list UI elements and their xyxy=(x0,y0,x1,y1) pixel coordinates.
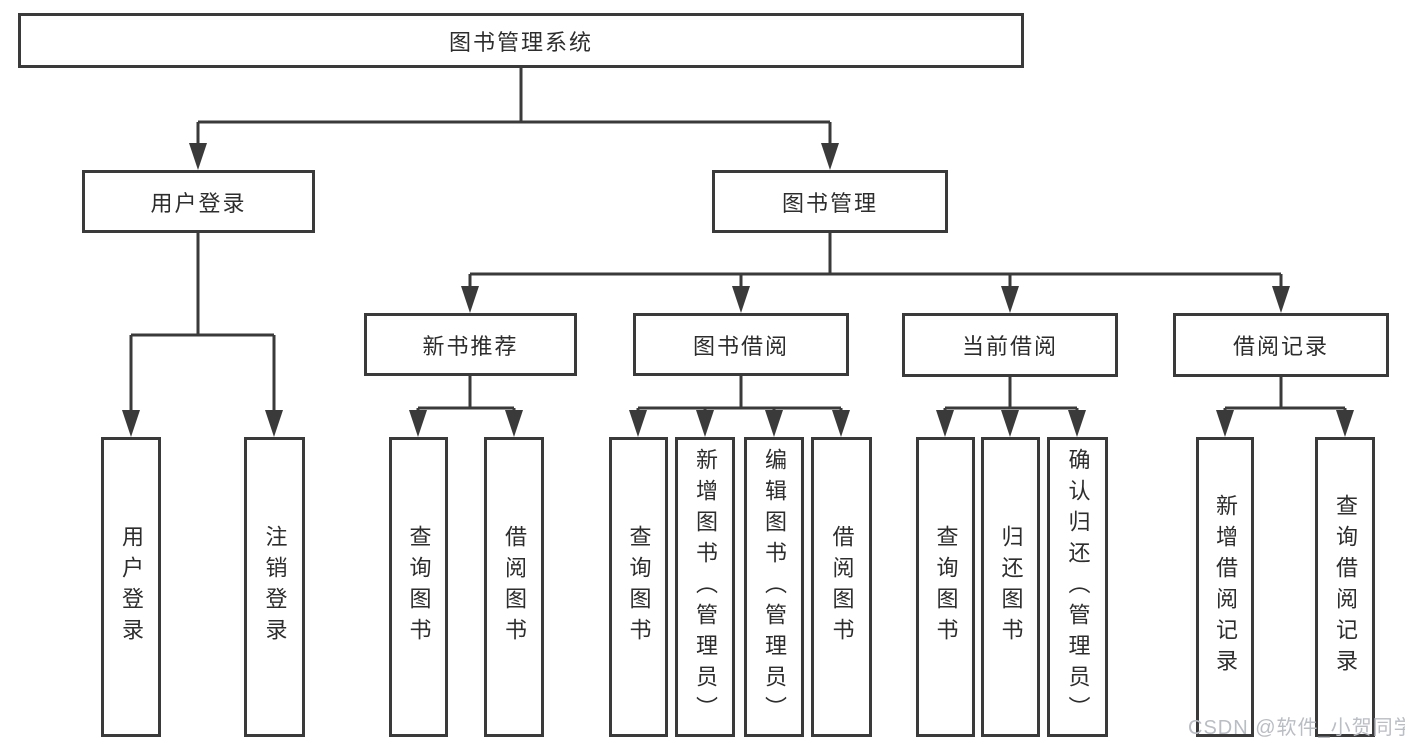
csdn-watermark: CSDN @软件_小贺同学 xyxy=(1188,717,1405,739)
node-current-borrow-label: 当前借阅 xyxy=(961,334,1058,359)
leaf-add-books-admin-label: 新增图书（管理员） xyxy=(693,447,718,727)
leaf-borrow-books-label: 借阅图书 xyxy=(829,525,855,649)
node-book-management-label: 图书管理 xyxy=(781,190,878,216)
leaf-add-books-admin: 新增图书（管理员） xyxy=(675,437,735,737)
node-book-borrow: 图书借阅 xyxy=(633,313,849,376)
node-new-book-recommend: 新书推荐 xyxy=(364,313,577,376)
leaf-borrow-query-books: 查询图书 xyxy=(609,437,668,737)
node-borrow-records-label: 借阅记录 xyxy=(1232,334,1329,359)
node-borrow-records: 借阅记录 xyxy=(1173,313,1389,377)
leaf-borrow-query-books-label: 查询图书 xyxy=(626,525,652,649)
leaf-query-borrow-record: 查询借阅记录 xyxy=(1315,437,1375,737)
node-book-management: 图书管理 xyxy=(712,170,948,233)
node-library-management-system-label: 图书管理系统 xyxy=(448,29,593,55)
leaf-recommend-borrow-books: 借阅图书 xyxy=(484,437,544,737)
node-book-borrow-label: 图书借阅 xyxy=(692,333,789,359)
node-user-login-label: 用户登录 xyxy=(150,190,247,216)
leaf-return-books-label: 归还图书 xyxy=(998,525,1024,649)
leaf-add-borrow-record-label: 新增借阅记录 xyxy=(1213,494,1238,680)
node-library-management-system: 图书管理系统 xyxy=(18,13,1024,68)
node-new-book-recommend-label: 新书推荐 xyxy=(422,333,519,359)
leaf-edit-books-admin: 编辑图书（管理员） xyxy=(744,437,804,737)
leaf-recommend-borrow-books-label: 借阅图书 xyxy=(502,525,527,649)
leaf-logout-label: 注销登录 xyxy=(262,525,288,649)
leaf-borrow-books: 借阅图书 xyxy=(811,437,872,737)
leaf-confirm-return-admin-label: 确认归还（管理员） xyxy=(1065,447,1091,727)
leaf-query-borrow-record-label: 查询借阅记录 xyxy=(1333,494,1358,680)
leaf-confirm-return-admin: 确认归还（管理员） xyxy=(1047,437,1108,737)
leaf-user-login-label: 用户登录 xyxy=(119,525,144,649)
leaf-user-login: 用户登录 xyxy=(101,437,161,737)
leaf-current-query-books-label: 查询图书 xyxy=(933,525,959,649)
node-user-login: 用户登录 xyxy=(82,170,315,233)
leaf-return-books: 归还图书 xyxy=(981,437,1040,737)
leaf-recommend-query-books: 查询图书 xyxy=(389,437,448,737)
leaf-recommend-query-books-label: 查询图书 xyxy=(406,525,432,649)
leaf-current-query-books: 查询图书 xyxy=(916,437,975,737)
leaf-logout: 注销登录 xyxy=(244,437,305,737)
leaf-edit-books-admin-label: 编辑图书（管理员） xyxy=(762,447,787,727)
node-current-borrow: 当前借阅 xyxy=(902,313,1118,377)
leaf-add-borrow-record: 新增借阅记录 xyxy=(1196,437,1254,737)
